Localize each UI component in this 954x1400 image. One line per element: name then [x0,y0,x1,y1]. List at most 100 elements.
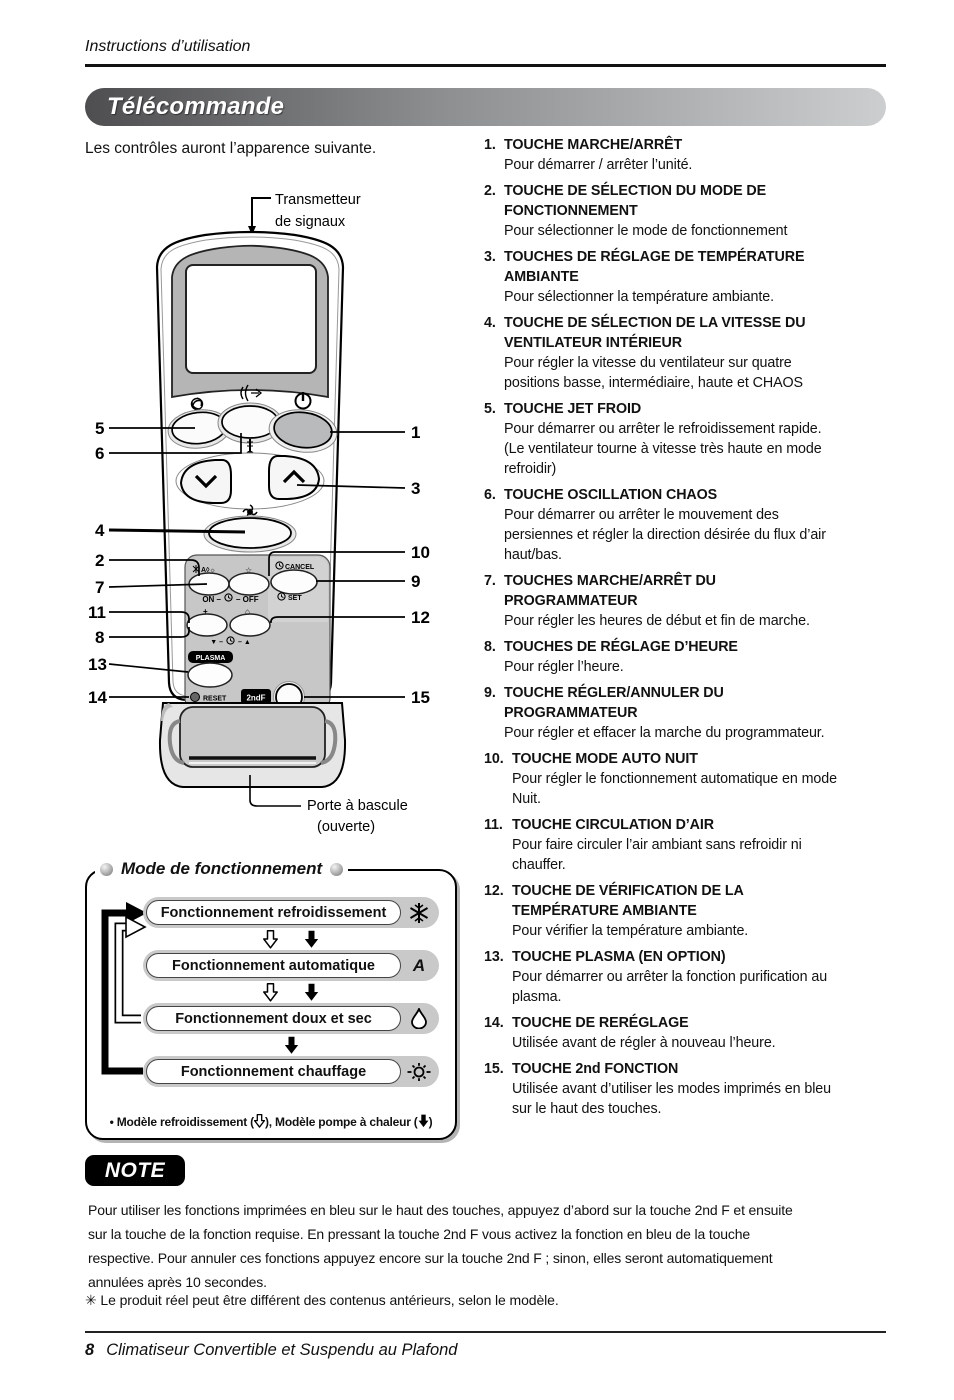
callout-12: 12 [411,608,430,627]
temp-down-chevron [194,474,218,489]
footer-rule [85,1331,886,1333]
callout-2: 2 [95,551,104,570]
page-number: 8 [85,1341,95,1359]
svg-text:2ndF: 2ndF [246,694,265,703]
callout-3: 3 [411,479,420,498]
plasma-badge: PLASMA [188,651,233,663]
footer: 8 Climatiseur Convertible et Suspendu au… [85,1341,457,1360]
sun-icon [404,1056,434,1087]
callout-8: 8 [95,628,104,647]
feature-item-6: 6.TOUCHE OSCILLATION CHAOS Pour démarrer… [484,487,826,563]
callout-lines-right [268,431,406,698]
filled-down-arrow-icon [304,983,319,1001]
remote-control-diagram: Transmetteur de signaux [88,192,430,835]
reset-button: RESET [190,692,227,703]
time-set-label: ▼ – – ▲ [210,636,251,646]
power-icon [294,392,312,410]
mode-box-footnote: • Modèle refroidissement (), Modèle pomp… [109,1113,433,1129]
mode-cycle-arrows [101,902,147,1075]
button-panel: A◊☼ ☆ CANCEL ON – – OFF SET + ⌂ [184,554,331,713]
mode-row-label: Fonctionnement doux et sec [175,1010,372,1027]
svg-text:– ▲: – ▲ [238,639,251,646]
filled-down-arrow-icon [284,1036,298,1054]
callout-5: 5 [95,419,104,438]
feature-item-13: 13.TOUCHE PLASMA (EN OPTION) Pour démarr… [484,949,828,1005]
operation-mode-box: Mode de fonctionnement Fonctionnement re… [85,859,457,1140]
outline-down-arrow-icon [263,982,278,1002]
mode-transition-arrows [143,981,439,1003]
ball-icon [100,862,113,876]
callout-7: 7 [95,578,104,597]
jet-cool-icon [190,397,204,411]
second-function-badge: 2ndF [241,689,271,704]
feature-item-9: 9.TOUCHE RÉGLER/ANNULER DU PROGRAMMATEUR… [484,685,825,741]
mode-row-cooling: Fonctionnement refroidissement [143,897,439,928]
note-asterisk: ✳ Le produit réel peut être différent de… [85,1292,559,1308]
svg-text:CANCEL: CANCEL [285,564,315,571]
flip-door [158,702,347,788]
jet-cool-button [167,409,231,449]
mode-row-label: Fonctionnement refroidissement [160,904,387,921]
svg-text:– OFF: – OFF [236,595,259,604]
snowflake-icon [404,897,434,928]
transmitter-label-line2: de signaux [275,214,346,230]
mode-row-heating: Fonctionnement chauffage [143,1056,439,1087]
room-temp-icon: ⌂ [245,607,250,616]
intro-text: Les contrôles auront l’apparence suivant… [85,140,377,157]
header-rule [85,64,886,67]
callout-15: 15 [411,688,430,707]
callout-9: 9 [411,572,420,591]
note-badge: NOTE [85,1155,185,1186]
door-label-line2: (ouverte) [317,819,375,835]
svg-text:▼ –: ▼ – [210,639,223,646]
air-circulation-button [186,613,228,637]
callout-11: 11 [88,603,106,622]
temp-up-chevron [282,469,306,484]
mode-row-dry: Fonctionnement doux et sec [143,1003,439,1034]
footer-text: Climatiseur Convertible et Suspendu au P… [106,1341,458,1359]
timer-set-label: SET [277,592,302,602]
outline-loop-arrowhead [125,915,147,939]
ball-icon [330,862,344,876]
timer-set-cancel-button [270,569,318,595]
feature-item-2: 2.TOUCHE DE SÉLECTION DU MODE DE FONCTIO… [484,183,788,239]
mode-transition-arrows [143,1034,439,1056]
page-header: Instructions d’utilisation [85,38,251,55]
callout-4: 4 [95,521,105,540]
mode-box-title-text: Mode de fonctionnement [121,859,323,878]
feature-item-1: 1.TOUCHE MARCHE/ARRÊT Pour démarrer / ar… [484,137,693,173]
chaos-swing-button [217,402,283,444]
callout-numbers: 5 6 4 2 7 11 8 13 14 1 3 10 9 12 15 [88,419,430,707]
mode-row-label: Fonctionnement chauffage [180,1063,367,1080]
door-callout: Porte à bascule (ouverte) [249,775,408,835]
filled-loop-arrowhead [126,902,147,924]
callout-14: 14 [88,688,107,707]
feature-item-15: 15.TOUCHE 2nd FONCTION Utilisée avant d’… [484,1061,832,1117]
air-circulation-icon: + [203,607,208,616]
svg-text:SET: SET [288,595,302,602]
svg-text:PLASMA: PLASMA [196,655,226,662]
feature-item-4: 4.TOUCHE DE SÉLECTION DE LA VITESSE DU V… [484,315,806,391]
mode-box-title: Mode de fonctionnement [95,859,349,879]
fan-speed-button [203,515,297,553]
feature-item-14: 14.TOUCHE DE RERÉGLAGE Utilisée avant de… [484,1015,776,1051]
feature-item-5: 5.TOUCHE JET FROID Pour démarrer ou arrê… [484,401,822,477]
feature-item-10: 10.TOUCHE MODE AUTO NUIT Pour régler le … [484,751,837,807]
callout-13: 13 [88,655,107,674]
outline-down-arrow-icon [263,929,278,949]
svg-text:ON –: ON – [202,595,221,604]
auto-a-icon: A [412,955,426,975]
callout-6: 6 [95,444,104,463]
door-label-line1: Porte à bascule [307,798,408,814]
callout-1: 1 [411,423,420,442]
plasma-button [187,662,233,688]
timer-on-off-label: ON – – OFF [202,593,259,604]
drop-icon [404,1003,434,1034]
sleep-star-icon: ☆ [245,566,252,575]
transmitter-callout: Transmetteur de signaux [248,192,361,235]
note-body: Pour utiliser les fonctions imprimées en… [88,1202,793,1290]
svg-text:A◊☼: A◊☼ [201,567,216,574]
transmitter-label-line1: Transmetteur [275,192,361,208]
svg-text:RESET: RESET [203,696,227,703]
